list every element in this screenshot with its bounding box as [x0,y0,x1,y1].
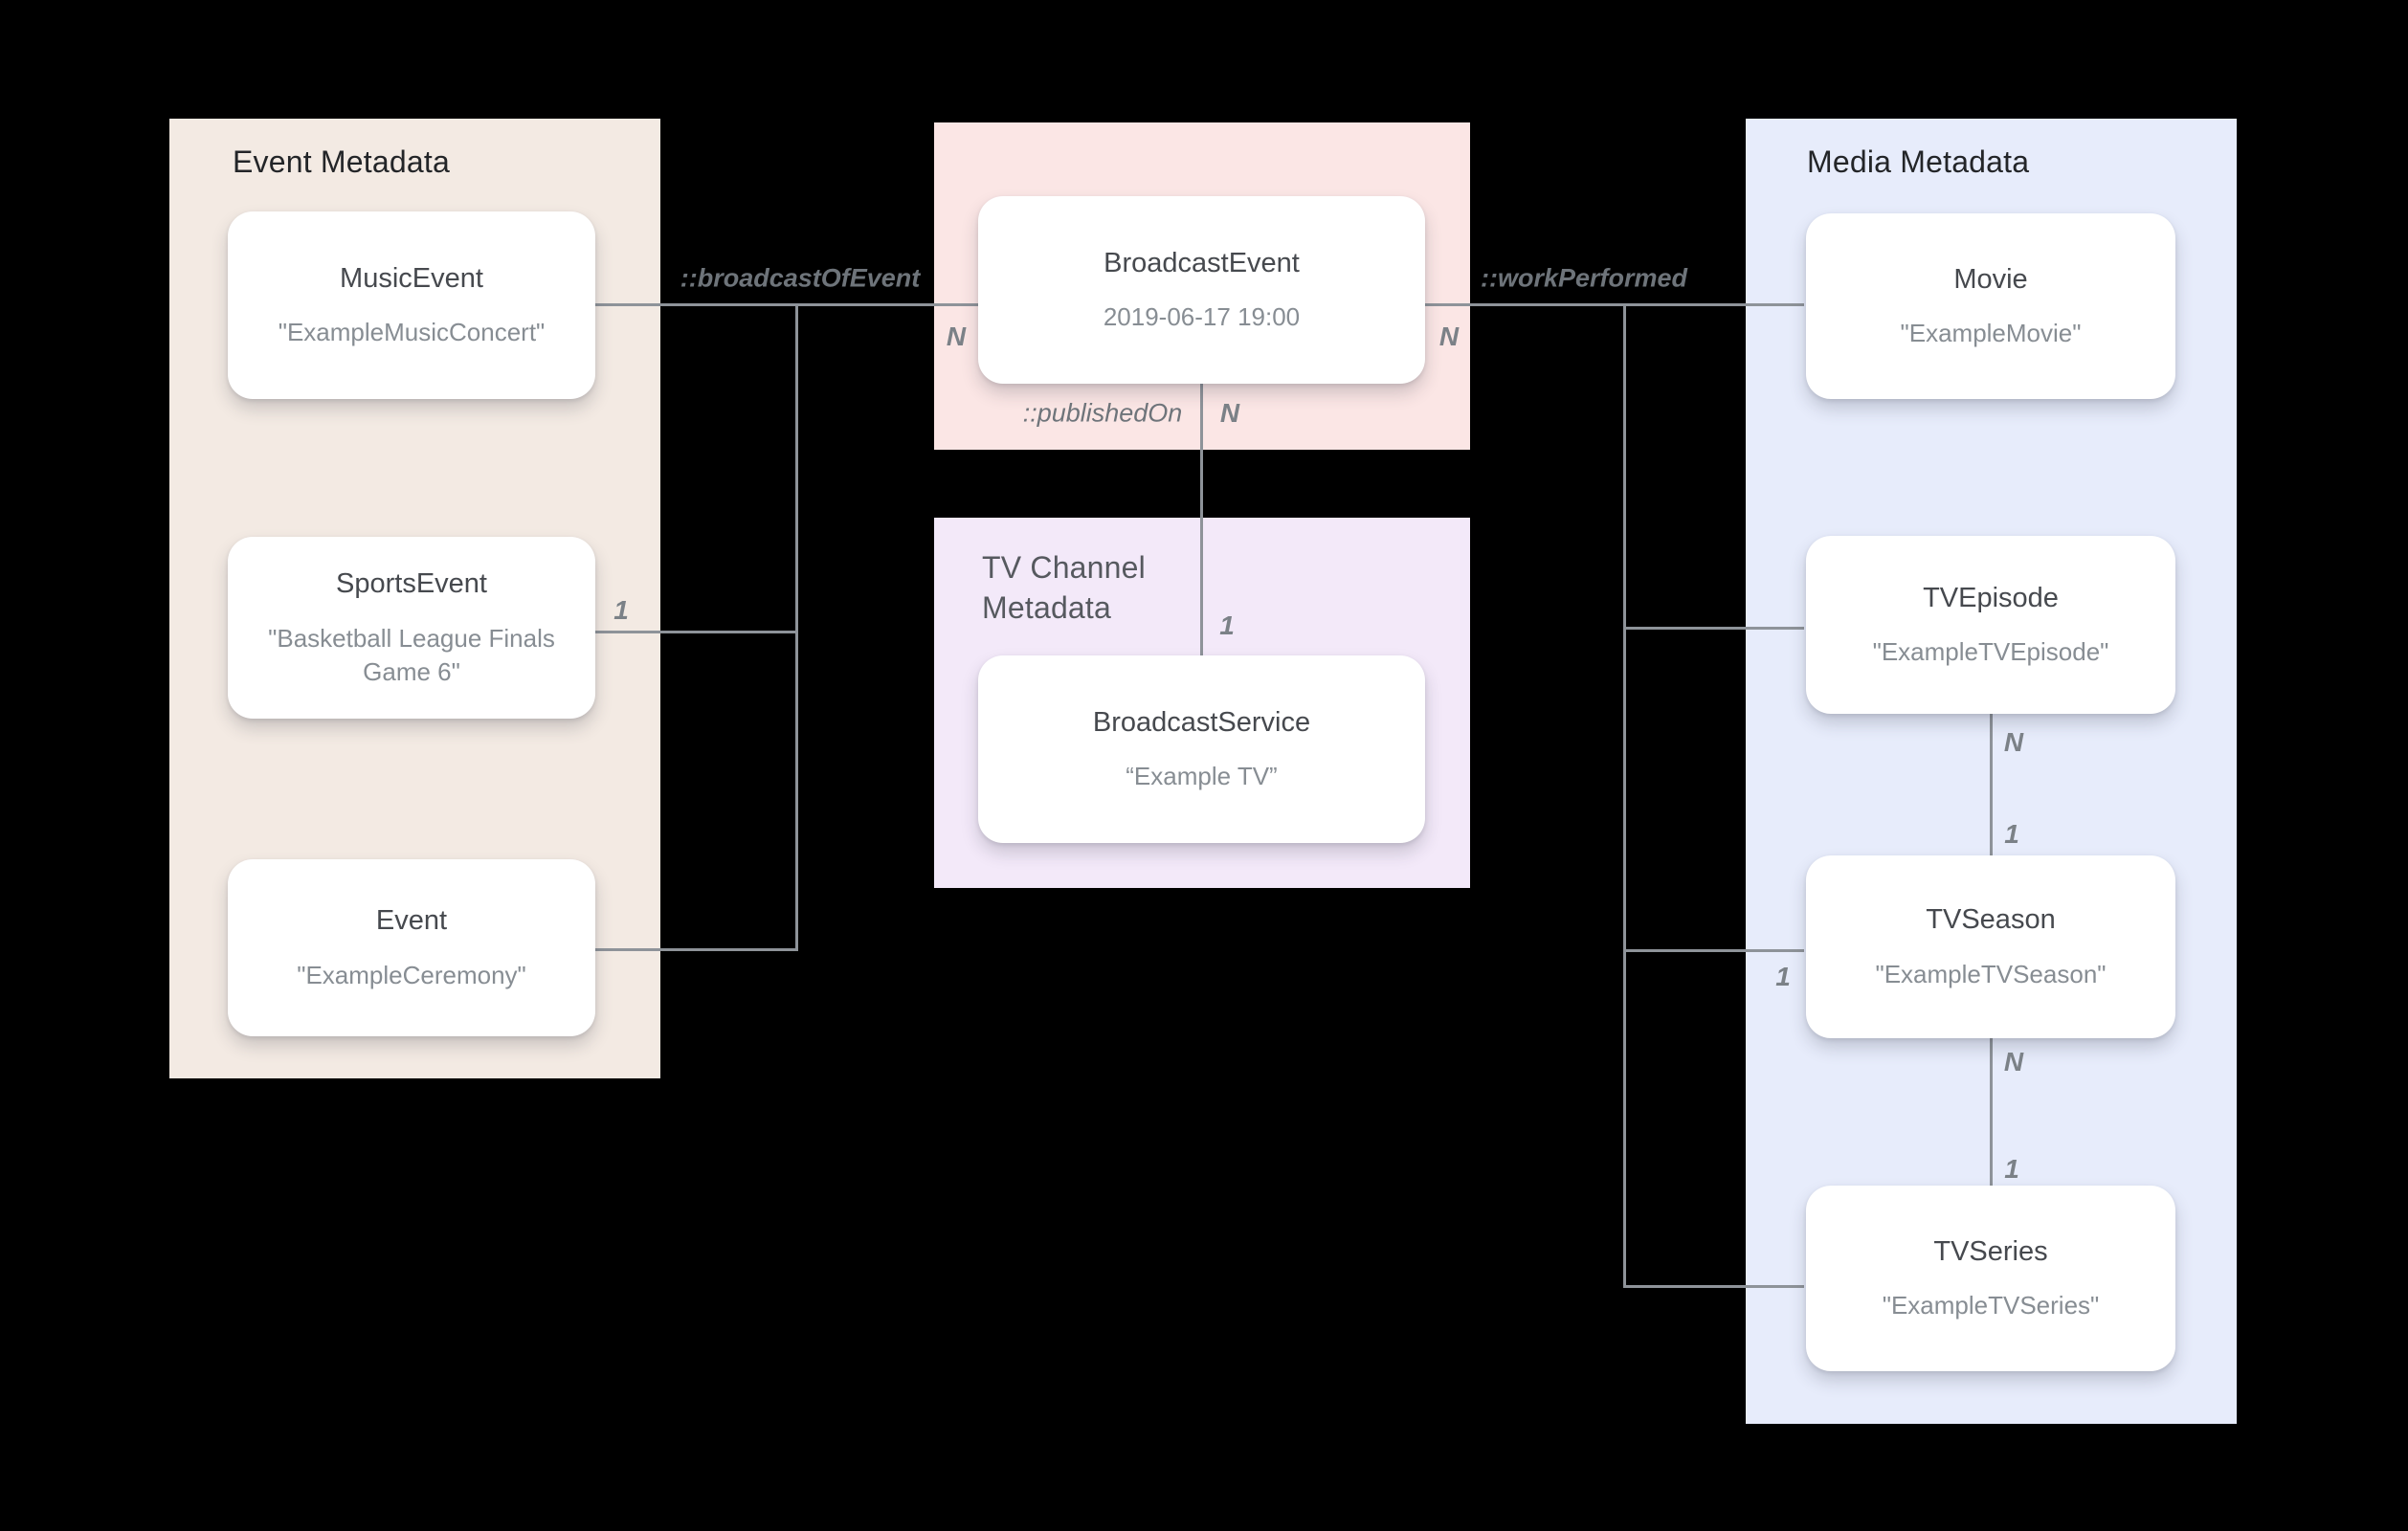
tv-channel-metadata-title: TV Channel Metadata [982,550,1146,626]
node-subtitle: “Example TV” [1126,762,1278,791]
node-event: Event "ExampleCeremony" [228,859,595,1036]
node-title: Event [375,905,448,937]
node-tv-season: TVSeason "ExampleTVSeason" [1806,855,2175,1038]
node-tv-series: TVSeries "ExampleTVSeries" [1806,1186,2175,1371]
node-title: Movie [1953,263,2028,295]
cardinality-workperformed-n: N [1438,322,1460,351]
node-tv-episode: TVEpisode "ExampleTVEpisode" [1806,536,2175,714]
node-subtitle: "Basketball League Finals Game 6" [268,623,555,686]
connector-event-branch [594,948,796,951]
node-movie: Movie "ExampleMovie" [1806,213,2175,399]
cardinality-seasonseries-1: 1 [2004,1154,2019,1184]
node-subtitle: "ExampleTVEpisode" [1872,637,2109,667]
cardinality-tvseason-1: 1 [1775,962,1791,991]
cardinality-episodeseason-n: N [2003,727,2024,757]
node-music-event: MusicEvent "ExampleMusicConcert" [228,211,595,399]
work-performed-label: ::workPerformed [1480,263,1688,293]
node-broadcast-event: BroadcastEvent 2019-06-17 19:00 [978,196,1425,384]
cardinality-sportsevent-1: 1 [613,595,629,625]
node-subtitle: "ExampleMovie" [1900,319,2082,348]
connector-tvseason-branch [1624,949,1804,952]
cardinality-publishedon-n: N [1219,398,1240,428]
node-title: SportsEvent [336,568,487,600]
node-subtitle: "ExampleCeremony" [297,960,526,989]
cardinality-episodeseason-1: 1 [2004,819,2019,849]
node-sports-event: SportsEvent "Basketball League Finals Ga… [228,537,595,719]
media-metadata-title: Media Metadata [1807,144,2030,179]
connector-sportsevent-branch [594,631,796,633]
cardinality-broadcastofevent-n: N [946,322,967,351]
connector-tvepisode-branch [1624,627,1804,630]
connector-event-trunk [795,303,798,951]
connector-publishedon [1200,384,1203,655]
node-subtitle: "ExampleMusicConcert" [278,318,546,347]
connector-musicevent-broadcastevent [594,303,978,306]
connector-season-series [1990,1038,1993,1186]
broadcast-of-event-label: ::broadcastOfEvent [680,263,921,293]
cardinality-seasonseries-n: N [2003,1047,2024,1076]
node-title: TVEpisode [1923,582,2059,613]
node-broadcast-service: BroadcastService “Example TV” [978,655,1425,843]
node-subtitle: "ExampleTVSeason" [1875,959,2107,988]
node-title: BroadcastEvent [1104,247,1300,278]
node-title: BroadcastService [1092,706,1311,738]
event-metadata-title: Event Metadata [233,144,450,179]
node-title: MusicEvent [340,262,483,294]
connector-broadcastevent-movie [1425,303,1804,306]
connector-media-trunk [1623,303,1626,1288]
connector-episode-season [1990,714,1993,855]
connector-tvseries-branch [1624,1285,1804,1288]
node-subtitle: "ExampleTVSeries" [1882,1291,2100,1320]
node-title: TVSeason [1926,904,2056,936]
published-on-label: ::publishedOn [1022,398,1183,428]
node-title: TVSeries [1933,1235,2048,1267]
node-subtitle: 2019-06-17 19:00 [1103,302,1301,332]
cardinality-publishedon-1: 1 [1219,610,1235,640]
